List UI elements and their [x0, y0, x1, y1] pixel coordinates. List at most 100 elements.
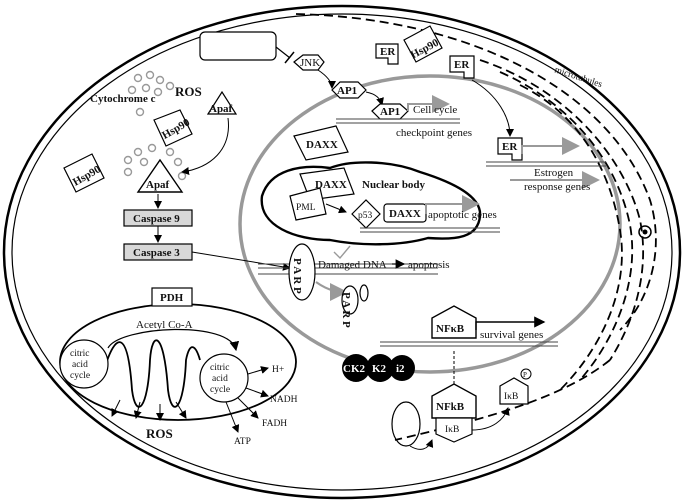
citric-left-circle	[59, 339, 109, 389]
cell-membrane-inner	[11, 13, 673, 491]
ck2-label: CK2	[343, 363, 366, 375]
parp-small-node	[341, 285, 359, 315]
pml-node	[289, 187, 327, 221]
daxx-top-node	[293, 125, 349, 161]
nadh-label: NADH	[270, 395, 298, 405]
nuclear-body-label: Nuclear body	[362, 179, 426, 191]
nucleus-envelope	[238, 74, 622, 374]
er-label-1: ER	[380, 46, 396, 58]
cell-cycle-gene-arrow	[407, 95, 450, 113]
ck2-complex	[342, 354, 415, 382]
damaged-dna-label: Damaged DNA	[318, 259, 387, 271]
cell-membrane-outer	[2, 4, 682, 500]
cristae-wave	[103, 339, 201, 408]
apaf-complex-node	[136, 158, 184, 193]
parp-small-label: P A R P	[340, 292, 352, 328]
cytochrome-c-label: Cytochrome c	[90, 93, 156, 105]
p53-label: p53	[358, 211, 373, 221]
jnk-label: JNK	[300, 57, 320, 69]
phospho-circle	[520, 368, 532, 380]
daxx-mid-label: DAXX	[315, 179, 347, 191]
centrosome-outer	[638, 225, 652, 239]
microtubule-lines	[295, 13, 657, 441]
ros-bottom-label: ROS	[146, 426, 173, 441]
inhibition-bar	[284, 51, 295, 64]
apaf-to-complex-arrow	[181, 117, 229, 175]
ap1-cyto-label: AP1	[337, 85, 357, 97]
i2-label: i2	[396, 363, 405, 375]
ikb-kinase-loop	[391, 401, 421, 447]
apoptotic-genes-label: apoptotic genes	[428, 209, 497, 221]
apoptosis-label: apoptosis	[408, 259, 450, 271]
jnk-to-ap1-arrow	[317, 69, 336, 89]
damage-check	[333, 245, 351, 260]
citric-right-1: citric	[210, 363, 230, 373]
ap1-cyto-node	[331, 81, 367, 99]
er-to-nucleus-arrow	[471, 79, 514, 137]
h-plus-label: H+	[272, 365, 284, 375]
parp-large-node	[288, 243, 316, 301]
ikk-to-complex-arrow	[409, 439, 434, 450]
cell-cycle-label-1: Cell cycle	[413, 104, 457, 116]
parp-cleave-arrow	[315, 281, 348, 301]
estrogen-label-1: Estrogen	[534, 167, 574, 179]
caspase3-label: Caspase 3	[133, 247, 180, 259]
er-label-2: ER	[454, 59, 470, 71]
ikb-bound-node	[435, 417, 473, 443]
fadh-label: FADH	[262, 419, 287, 429]
p53-node	[351, 199, 381, 229]
ikb-bound-label: IκB	[445, 425, 459, 435]
citric-left-1: citric	[70, 349, 90, 359]
daxx-to-p53-arrow	[325, 203, 347, 214]
citric-right-2: acid	[212, 374, 228, 384]
pdh-label: PDH	[160, 292, 184, 304]
ros-top-label: ROS	[175, 84, 202, 99]
parp-fragment-node	[359, 284, 369, 302]
stimulus-box	[199, 31, 277, 61]
er-receptor-2	[449, 55, 475, 79]
phospho-label: P	[523, 371, 527, 379]
pml-label: PML	[296, 203, 316, 213]
caspase9-label: Caspase 9	[133, 213, 180, 225]
k2-label: K2	[372, 363, 387, 375]
survival-gene-arrow	[475, 316, 546, 330]
ikb-free-label: IκB	[504, 392, 518, 402]
nfkb-nuc-label: NFκB	[436, 323, 465, 335]
hsp90-cyto-node	[153, 109, 193, 147]
acetyl-coa-label: Acetyl Co-A	[136, 319, 193, 331]
parp-large-label: P A R P	[291, 258, 303, 294]
apaf-free-label: Apaf	[209, 103, 233, 115]
hsp90-er-node	[403, 25, 443, 63]
apaf-free-node	[206, 90, 238, 115]
er-receptor-1	[375, 43, 399, 65]
nfkb-cyto-label: NFkB	[436, 401, 465, 413]
citric-left-2: acid	[72, 360, 88, 370]
apoptotic-gene-arrow	[425, 195, 480, 214]
cytochrome-c-dots	[123, 70, 187, 181]
estrogen-label-2: response genes	[524, 181, 590, 193]
cell-cycle-label-2: checkpoint genes	[396, 127, 472, 139]
atp-label: ATP	[234, 437, 251, 447]
casp3-to-parp-arrow	[191, 251, 291, 271]
ikb-free-node	[499, 377, 529, 405]
daxx-bottom-label: DAXX	[389, 208, 421, 220]
jnk-node	[293, 54, 325, 71]
survival-genes-label: survival genes	[480, 329, 543, 341]
hsp90-left-node	[63, 153, 105, 193]
acetyl-coa-arc	[107, 328, 240, 352]
estrogen-gene-arrow	[521, 137, 580, 155]
complex-to-ikb-arrow	[471, 407, 510, 431]
ap1-nuc-label: AP1	[380, 106, 400, 118]
pdh-box	[151, 287, 193, 307]
citric-right-circle	[199, 353, 249, 403]
ap1-to-nucleus-arrow	[365, 91, 384, 106]
citric-right-3: cycle	[210, 385, 230, 395]
citric-left-3: cycle	[70, 371, 90, 381]
stimulus-to-jnk-line	[275, 46, 291, 59]
nfkb-nuc-node	[431, 305, 477, 339]
centrosome-inner	[642, 229, 648, 235]
mito-output-arrows	[111, 366, 269, 433]
er-receptor-nuc	[497, 137, 523, 161]
